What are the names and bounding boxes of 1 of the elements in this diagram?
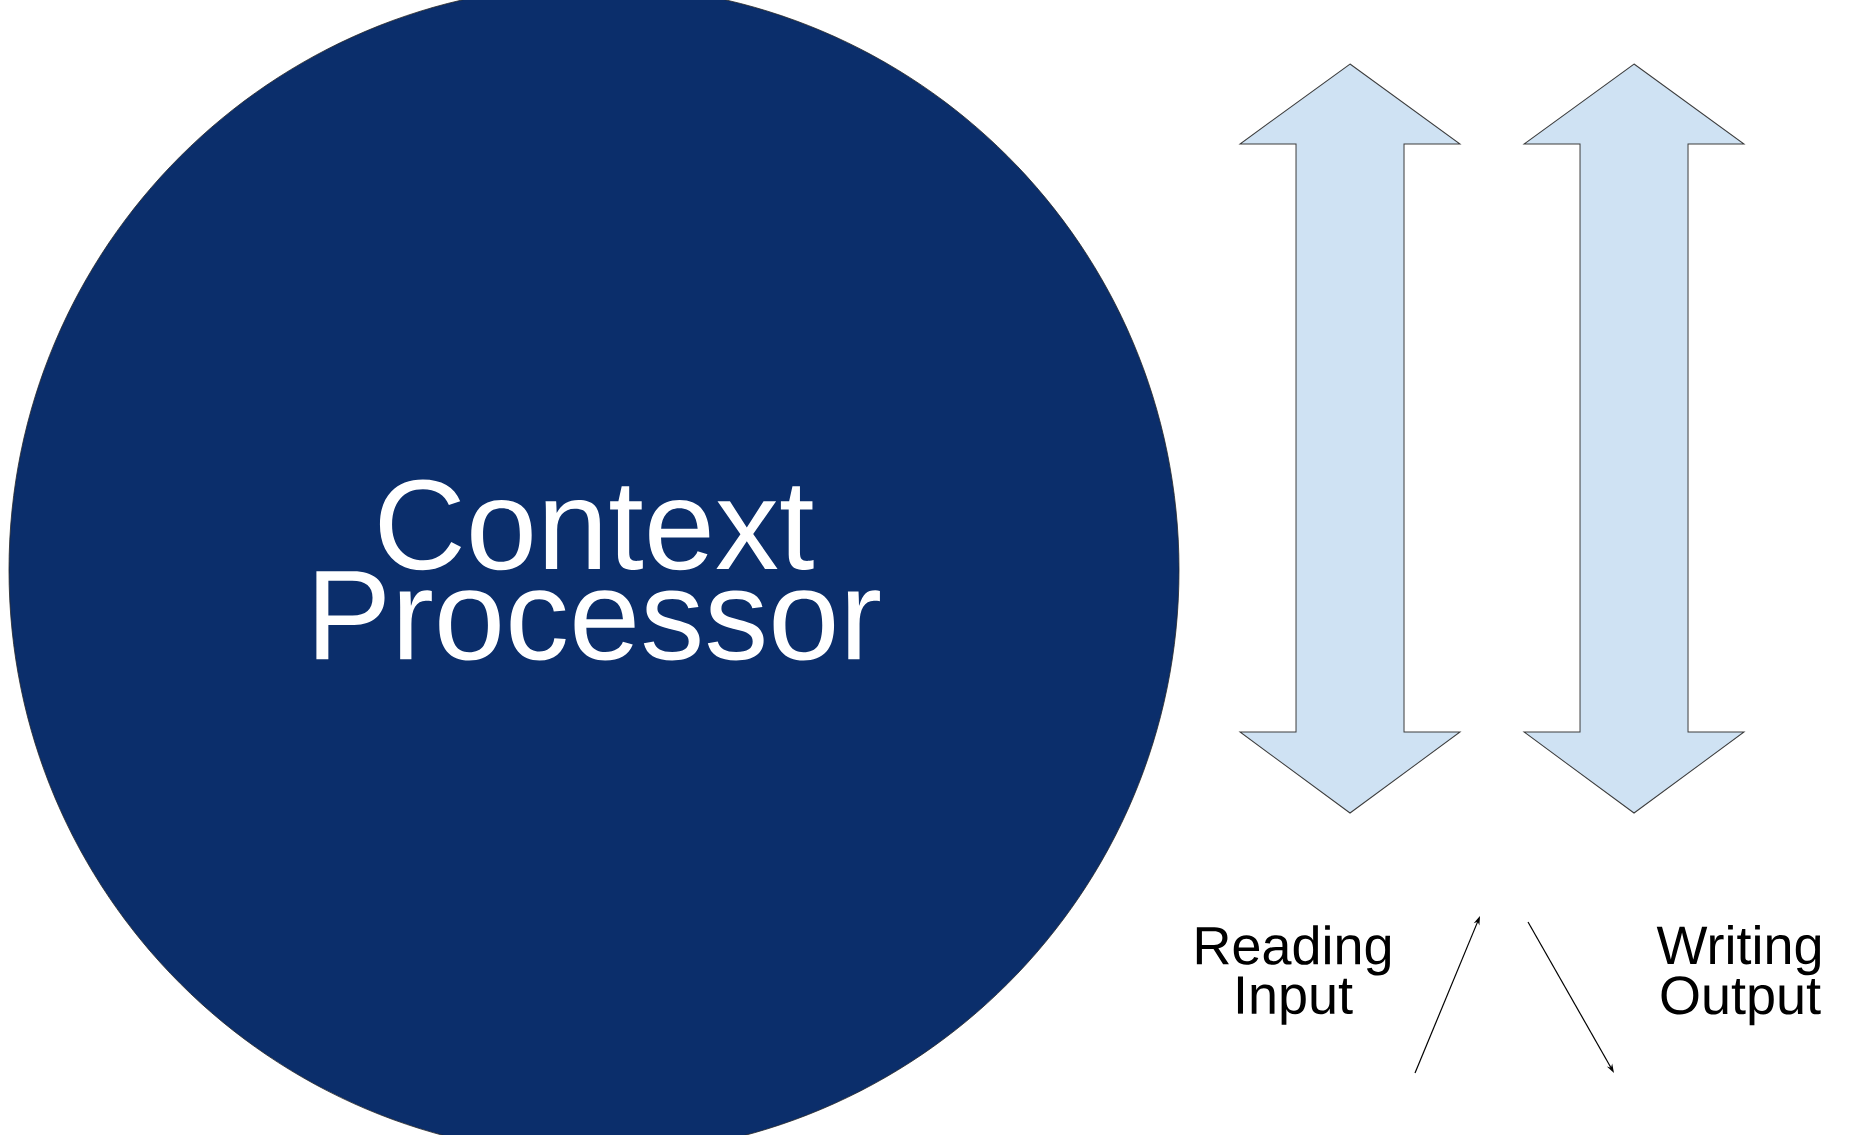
arrow-caption: Writing Output	[1656, 924, 1821, 1026]
